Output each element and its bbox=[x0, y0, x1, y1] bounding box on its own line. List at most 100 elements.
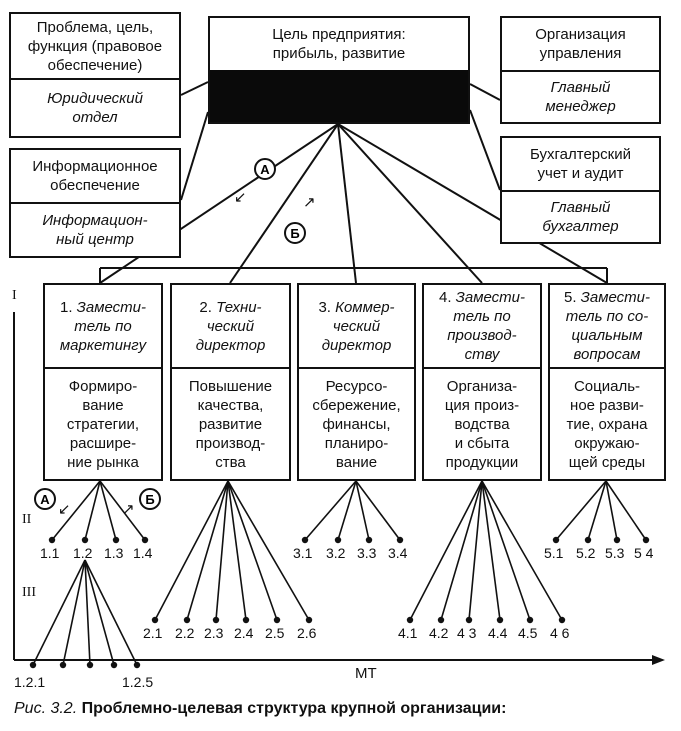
leaf-group-2-edge-3 bbox=[227, 480, 247, 621]
leaf-group-5-node-3 bbox=[642, 536, 650, 544]
director-4-title: 4. Замести- тель по производ- ству bbox=[438, 289, 526, 363]
leaf-group-3-edge-3 bbox=[355, 480, 401, 541]
arrow-a-top-icon: ↙ bbox=[234, 188, 247, 206]
marker-a-bottom: А bbox=[34, 488, 56, 510]
director-2-task: Повышение качества, развитие производ- с… bbox=[172, 367, 289, 479]
connector-line-7 bbox=[337, 123, 483, 284]
leaf-group-4-label-5: 4 6 bbox=[550, 625, 570, 641]
leaf-1-2-5-label: 1.2.5 bbox=[122, 674, 154, 690]
leaf-group-3-label-1: 3.2 bbox=[326, 545, 346, 561]
leaf-group-1-edge-0 bbox=[51, 480, 101, 541]
leaf-group-1-label-1: 1.2 bbox=[73, 545, 93, 561]
leaf-group-3-edge-0 bbox=[304, 480, 357, 541]
leaf-group-12-node-4 bbox=[133, 661, 141, 669]
leaf-group-4-label-2: 4 3 bbox=[457, 625, 477, 641]
director-3-task: Ресурсо- сбережение, финансы, планиро- в… bbox=[299, 367, 414, 479]
leaf-group-2-label-4: 2.5 bbox=[265, 625, 285, 641]
leaf-group-2-edge-5 bbox=[227, 480, 310, 621]
leaf-group-3-label-0: 3.1 bbox=[293, 545, 313, 561]
leaf-group-12-node-2 bbox=[86, 661, 94, 669]
leaf-group-4-node-0 bbox=[406, 616, 414, 624]
leaf-group-4-node-1 bbox=[437, 616, 445, 624]
leaf-group-4-node-2 bbox=[465, 616, 473, 624]
level-1-label: I bbox=[12, 288, 17, 303]
director-5-title: 5. Замести- тель по со- циальным вопроса… bbox=[563, 289, 651, 363]
leaf-group-5-edge-1 bbox=[587, 480, 607, 541]
leaf-group-1-label-2: 1.3 bbox=[104, 545, 124, 561]
leaf-group-5-label-0: 5.1 bbox=[544, 545, 564, 561]
director-1-task: Формиро- вание стратегии, расшире- ние р… bbox=[45, 367, 161, 479]
leaf-group-2-edge-1 bbox=[186, 480, 229, 621]
leaf-group-4-edge-5 bbox=[481, 480, 563, 621]
director-box-2: 2. Техни- ческий директор Повышение каче… bbox=[170, 283, 291, 481]
leaf-group-2-node-4 bbox=[273, 616, 281, 624]
caption-title: Проблемно-целевая структура крупной орга… bbox=[81, 700, 507, 717]
leaf-group-2-node-1 bbox=[183, 616, 191, 624]
connector-line-3 bbox=[469, 109, 501, 191]
leaf-group-4-edge-1 bbox=[440, 480, 483, 621]
leaf-group-1-node-1 bbox=[81, 536, 89, 544]
connector-line-6 bbox=[337, 123, 357, 284]
leaf-group-1-node-2 bbox=[112, 536, 120, 544]
leaf-group-3-node-0 bbox=[301, 536, 309, 544]
leaf-group-2-node-2 bbox=[212, 616, 220, 624]
leaf-group-12-edge-4 bbox=[84, 559, 138, 666]
leaf-group-5-label-2: 5.3 bbox=[605, 545, 625, 561]
leaf-group-3-edge-1 bbox=[337, 480, 357, 541]
chief-accountant: Главный бухгалтер bbox=[502, 190, 659, 242]
leaf-group-4-label-4: 4.5 bbox=[518, 625, 538, 641]
connector-line-1 bbox=[180, 111, 209, 201]
marker-b-top: Б bbox=[284, 222, 306, 244]
director-1-title: 1. Замести- тель по маркетингу bbox=[59, 298, 147, 354]
chief-manager: Главный менеджер bbox=[502, 70, 659, 122]
axis-label: МТ bbox=[355, 665, 377, 682]
leaf-group-2-edge-0 bbox=[154, 480, 229, 621]
leaf-group-3-label-2: 3.3 bbox=[357, 545, 377, 561]
marker-b-bottom: Б bbox=[139, 488, 161, 510]
leaf-group-12-edge-1 bbox=[62, 559, 86, 666]
leaf-group-3-node-2 bbox=[365, 536, 373, 544]
leaf-group-1-label-3: 1.4 bbox=[133, 545, 153, 561]
leaf-group-5-node-1 bbox=[584, 536, 592, 544]
enterprise-goal-box: Цель предприятия: прибыль, развитие bbox=[208, 16, 470, 124]
leaf-group-12-node-1 bbox=[59, 661, 67, 669]
connector-line-0 bbox=[180, 81, 209, 96]
level-3-label: III bbox=[22, 585, 36, 600]
leaf-group-1-edge-2 bbox=[99, 480, 117, 541]
leaf-group-5-node-0 bbox=[552, 536, 560, 544]
director-5-task: Социаль- ное разви- тие, охрана окружаю-… bbox=[550, 367, 664, 479]
leaf-group-12-edge-2 bbox=[84, 559, 91, 666]
leaf-group-5-edge-0 bbox=[555, 480, 607, 541]
leaf-group-4-label-0: 4.1 bbox=[398, 625, 418, 641]
leaf-group-1-label-0: 1.1 bbox=[40, 545, 60, 561]
leaf-group-5-edge-3 bbox=[605, 480, 647, 541]
director-box-4: 4. Замести- тель по производ- ству Орган… bbox=[422, 283, 542, 481]
leaf-group-4-edge-4 bbox=[481, 480, 531, 621]
director-3-title: 3. Коммер- ческий директор bbox=[318, 298, 395, 354]
information-support-function: Информационное обеспечение bbox=[32, 158, 158, 194]
director-box-1: 1. Замести- тель по маркетингу Формиро- … bbox=[43, 283, 163, 481]
accounting-function: Бухгалтерский учет и аудит bbox=[530, 146, 631, 182]
director-box-5: 5. Замести- тель по со- циальным вопроса… bbox=[548, 283, 666, 481]
leaf-group-2-node-3 bbox=[242, 616, 250, 624]
information-support-box: Информационное обеспечение Информацион- … bbox=[9, 148, 181, 258]
management-organization-function: Организация управления bbox=[535, 26, 626, 62]
leaf-group-12-node-0 bbox=[29, 661, 37, 669]
arrow-a-bottom-icon: ↙ bbox=[58, 500, 71, 518]
leaf-group-2-label-2: 2.3 bbox=[204, 625, 224, 641]
leaf-1-2-1-label: 1.2.1 bbox=[14, 674, 46, 690]
accounting-box: Бухгалтерский учет и аудит Главный бухга… bbox=[500, 136, 661, 244]
leaf-group-4-edge-3 bbox=[481, 480, 501, 621]
legal-department: Юридический отдел bbox=[11, 78, 179, 136]
leaf-group-1-node-0 bbox=[48, 536, 56, 544]
connector-line-2 bbox=[469, 83, 501, 101]
leaf-group-5-label-1: 5.2 bbox=[576, 545, 596, 561]
arrow-b-top-icon: ↗ bbox=[303, 193, 316, 211]
leaf-group-3-label-3: 3.4 bbox=[388, 545, 408, 561]
legal-support-box: Проблема, цель, функция (правовое обеспе… bbox=[9, 12, 181, 138]
director-box-3: 3. Коммер- ческий директор Ресурсо- сбер… bbox=[297, 283, 416, 481]
leaf-group-2-node-0 bbox=[151, 616, 159, 624]
connector-line-8 bbox=[337, 123, 608, 284]
leaf-group-4-node-3 bbox=[496, 616, 504, 624]
